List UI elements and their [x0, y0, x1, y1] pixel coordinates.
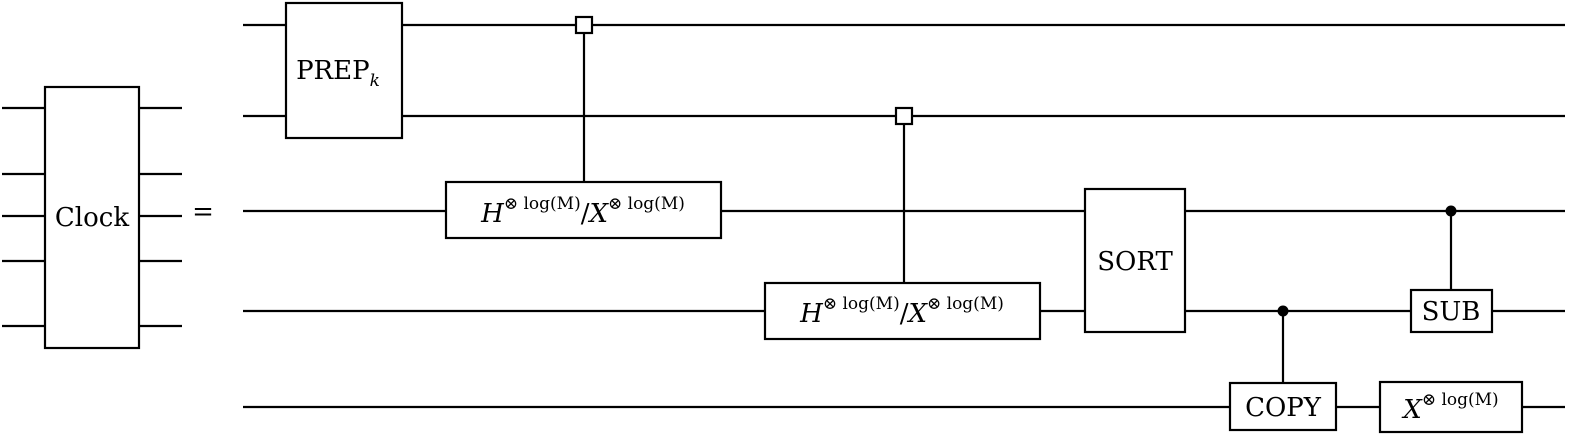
hx2-h-sup: ⊗ log(M): [823, 294, 900, 314]
equals-sign: =: [192, 197, 214, 227]
xgate-x: X: [1401, 395, 1423, 425]
prep-label: PREPk: [296, 56, 380, 91]
x-gate: X⊗ log(M): [1378, 380, 1524, 434]
hx2-h: H: [799, 299, 824, 329]
hx2-x: X: [906, 299, 928, 329]
hx1-x-sup: ⊗ log(M): [608, 194, 685, 214]
square-control-1: [574, 15, 594, 35]
dot-control-sub: [1445, 205, 1457, 217]
dot-control-copy: [1277, 305, 1289, 317]
hx-gate-1-label: H⊗ log(M)/X⊗ log(M): [480, 194, 685, 229]
hx2-slash: /: [900, 299, 909, 329]
square-control-2: [894, 106, 914, 126]
clock-block: Clock: [2, 85, 182, 350]
hx1-h-sup: ⊗ log(M): [504, 194, 581, 214]
prep-subscript: k: [370, 71, 380, 91]
sort-gate: SORT: [1083, 187, 1187, 334]
prep-main-text: PREP: [296, 56, 370, 86]
hx-gate-2: H⊗ log(M)/X⊗ log(M): [763, 281, 1042, 341]
copy-box: [1228, 381, 1338, 432]
hx-gate-1: H⊗ log(M)/X⊗ log(M): [444, 180, 723, 240]
sub-box: [1409, 288, 1494, 334]
x-gate-label: X⊗ log(M): [1401, 390, 1498, 425]
sub-label: SUB: [1422, 297, 1481, 327]
hx1-x: X: [587, 199, 609, 229]
hx-gate-2-box: [763, 281, 1042, 341]
hx1-h: H: [480, 199, 505, 229]
copy-label: COPY: [1245, 393, 1322, 423]
sort-box: [1083, 187, 1187, 334]
copy-gate: COPY: [1228, 381, 1338, 432]
hx-gate-2-label: H⊗ log(M)/X⊗ log(M): [799, 294, 1004, 329]
sort-label: SORT: [1097, 247, 1173, 277]
xgate-sup: ⊗ log(M): [1422, 390, 1499, 410]
x-gate-box: [1378, 380, 1524, 434]
sub-gate: SUB: [1409, 288, 1494, 334]
clock-box: [43, 85, 141, 350]
hx2-x-sup: ⊗ log(M): [927, 294, 1004, 314]
hx1-slash: /: [581, 199, 590, 229]
hx-gate-1-box: [444, 180, 723, 240]
prep-gate: PREPk: [284, 1, 404, 140]
prep-box: [284, 1, 404, 140]
clock-label: Clock: [55, 203, 129, 233]
